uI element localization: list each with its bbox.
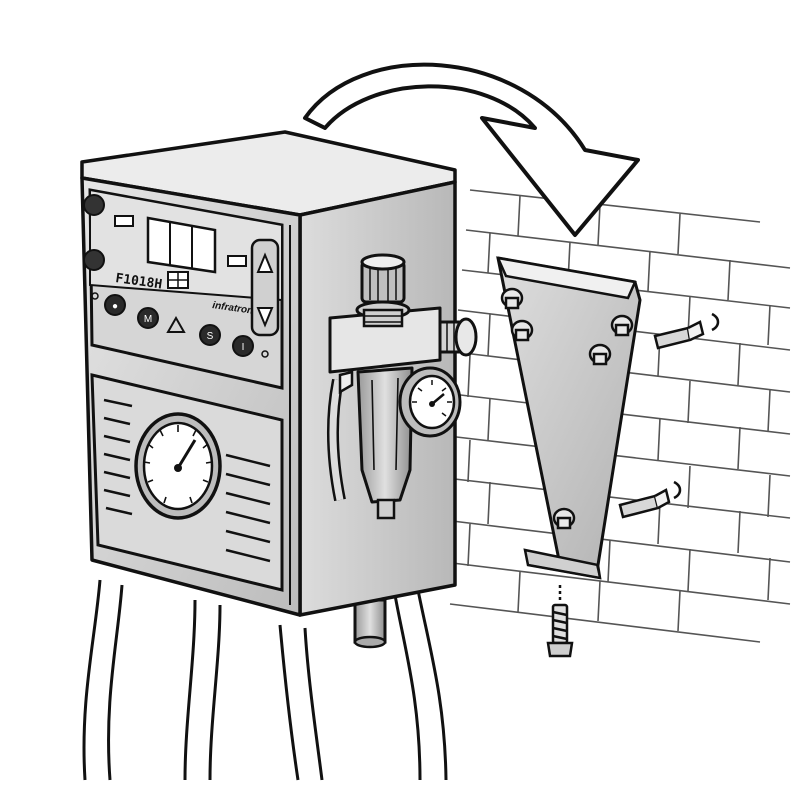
svg-text:I: I xyxy=(242,342,245,353)
m-button[interactable]: M xyxy=(137,307,159,329)
s-button[interactable]: S xyxy=(199,324,221,346)
wall-screw-upper xyxy=(653,312,720,350)
up-arrow-icon[interactable] xyxy=(256,252,274,273)
wall-bracket xyxy=(495,256,642,580)
filter-regulator xyxy=(326,253,478,520)
gauge-needle xyxy=(176,439,197,469)
curved-arrow-icon xyxy=(303,62,640,237)
regulator-knob[interactable] xyxy=(355,253,411,328)
wall-screw-lower xyxy=(618,480,682,519)
control-panel: F1018H infratron ● M xyxy=(83,188,284,390)
hoses xyxy=(82,579,448,781)
side-arrow-control[interactable] xyxy=(250,238,280,337)
outlet-fitting xyxy=(438,317,478,357)
svg-text:M: M xyxy=(144,314,152,325)
warning-triangle-icon xyxy=(166,315,186,333)
svg-text:●: ● xyxy=(112,301,118,312)
model-label: F1018H xyxy=(114,271,163,292)
svg-text:S: S xyxy=(207,331,214,342)
gauge-panel xyxy=(90,373,284,592)
bracket-stud xyxy=(500,287,634,530)
left-button[interactable]: ● xyxy=(104,294,126,316)
buttons-row: ● M S I xyxy=(91,292,269,358)
i-button[interactable]: I xyxy=(232,335,254,357)
filter-bowl xyxy=(356,366,414,504)
drain-tube xyxy=(353,598,387,649)
regulator-gauge xyxy=(398,366,462,438)
left-key-top[interactable] xyxy=(83,194,105,216)
digital-display xyxy=(146,216,217,274)
pressure-gauge xyxy=(134,412,222,520)
left-key-bottom[interactable] xyxy=(83,249,105,271)
bottom-bolt xyxy=(546,585,574,658)
down-arrow-icon[interactable] xyxy=(256,307,274,328)
